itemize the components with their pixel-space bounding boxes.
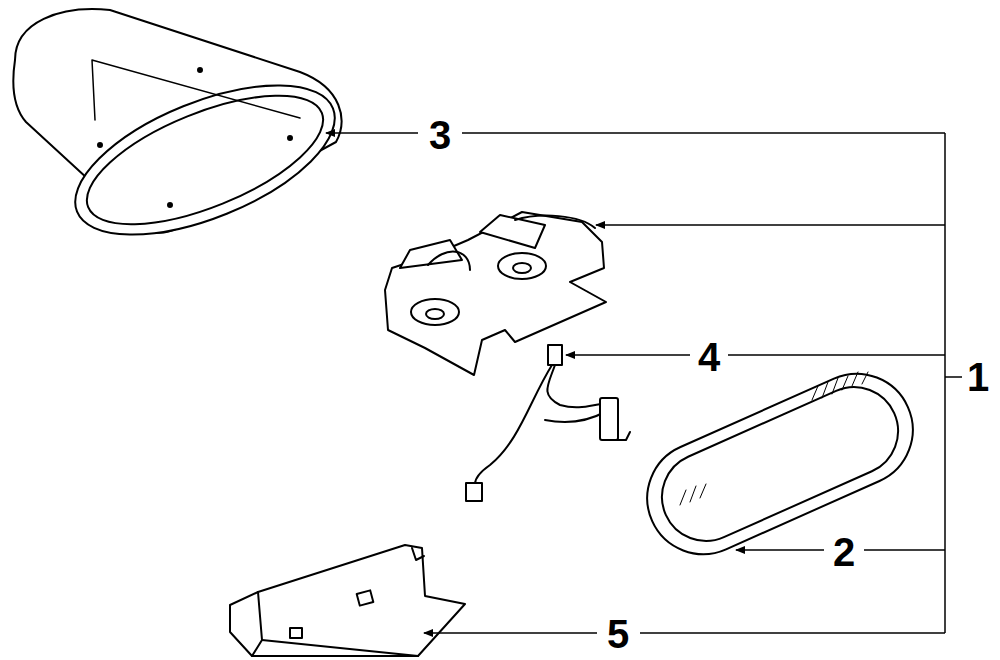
- cover-part: [13, 9, 354, 265]
- leader-lines: [326, 133, 962, 633]
- callout-number: 3: [429, 115, 451, 155]
- lens-part: [629, 356, 930, 572]
- callout-number: 1: [967, 357, 989, 397]
- mount-bracket: [385, 212, 606, 375]
- wiring-harness: [466, 345, 630, 501]
- lower-bracket: [230, 545, 465, 656]
- callout-number: 2: [833, 532, 855, 572]
- callout-number: 5: [607, 614, 629, 654]
- callout-number: 4: [698, 337, 720, 377]
